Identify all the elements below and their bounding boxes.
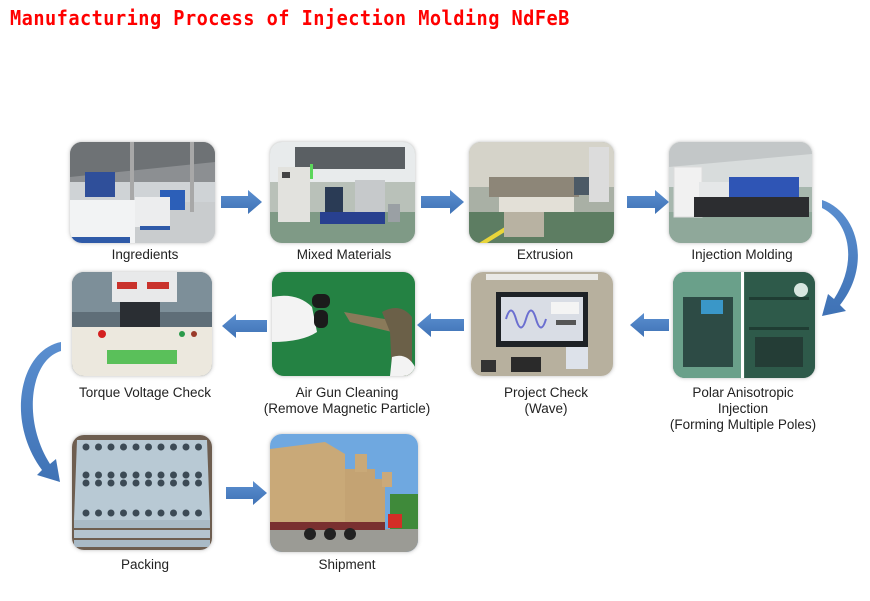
arrow-left-icon — [417, 313, 464, 337]
arrow-left-icon — [630, 313, 669, 337]
curved-arrow-down-icon — [822, 200, 858, 316]
torque-voltage-check-label-line: Torque Voltage Check — [78, 385, 212, 400]
tray-hole — [107, 471, 115, 479]
packing-label: Packing — [121, 557, 169, 573]
tray-hole — [120, 479, 127, 487]
tray-hole — [120, 509, 127, 517]
arrow-right-icon — [421, 190, 464, 214]
polar-anisotropic-injection-label-line2: Injection — [717, 401, 769, 416]
tray-hole — [95, 509, 102, 517]
ingredients-photo — [70, 142, 215, 243]
project-check-label-line2: (Wave) — [524, 401, 568, 416]
torque-voltage-check-label: Torque Voltage Check — [79, 385, 211, 401]
tray-hole — [170, 443, 177, 451]
air-gun-cleaning-photo — [272, 272, 415, 376]
tray-hole — [182, 443, 190, 451]
tray-hole — [107, 509, 115, 517]
arrow-right-icon — [221, 190, 262, 214]
tray-hole — [120, 443, 127, 451]
shipment-label-line: Shipment — [318, 557, 376, 572]
shipment-label: Shipment — [318, 557, 375, 573]
tray-hole — [107, 479, 115, 487]
shipment-photo — [270, 434, 418, 552]
tray-hole — [95, 471, 102, 479]
tray-hole — [95, 443, 102, 451]
tray-hole — [132, 443, 140, 451]
packing-label-line: Packing — [120, 557, 170, 572]
polar-anisotropic-injection-label: Polar Anisotropic Injection (Forming Mul… — [670, 385, 816, 433]
tray-hole — [107, 443, 115, 451]
tray-hole — [145, 471, 152, 479]
tray-hole — [132, 471, 140, 479]
tray-hole — [157, 471, 165, 479]
mixed-materials-label-line: Mixed Materials — [296, 247, 392, 262]
tray-hole — [182, 479, 190, 487]
injection-molding-label: Injection Molding — [691, 247, 792, 263]
polar-anisotropic-injection-label-line1: Polar Anisotropic — [692, 385, 794, 400]
tray-hole — [170, 479, 177, 487]
air-gun-cleaning-label-line1: Air Gun Cleaning — [295, 385, 399, 400]
tray-hole — [170, 471, 177, 479]
project-check-label: Project Check (Wave) — [504, 385, 588, 417]
tray-hole — [132, 509, 140, 517]
tray-hole — [145, 443, 152, 451]
tray-hole — [195, 479, 202, 487]
mixed-materials-label: Mixed Materials — [297, 247, 392, 263]
tray-hole — [145, 509, 152, 517]
tray-hole — [182, 509, 190, 517]
tray-hole — [170, 509, 177, 517]
arrow-right-icon — [627, 190, 669, 214]
tray-hole — [132, 479, 140, 487]
polar-anisotropic-injection-label-line3: (Forming Multiple Poles) — [669, 417, 817, 432]
ingredients-label-line: Ingredients — [111, 247, 179, 262]
injection-molding-photo — [669, 142, 812, 243]
project-check-photo — [471, 272, 613, 376]
tray-hole — [195, 509, 202, 517]
extrusion-photo — [469, 142, 614, 243]
curved-arrow-down-icon — [20, 342, 61, 482]
extrusion-label: Extrusion — [517, 247, 573, 263]
tray-hole — [82, 479, 90, 487]
tray-hole — [120, 471, 127, 479]
arrow-right-icon — [226, 481, 267, 505]
tray-hole — [195, 471, 202, 479]
torque-voltage-check-photo — [72, 272, 212, 376]
tray-hole — [157, 443, 165, 451]
ingredients-label: Ingredients — [112, 247, 179, 263]
tray-hole — [195, 443, 202, 451]
arrow-left-icon — [222, 314, 267, 338]
project-check-label-line1: Project Check — [503, 385, 589, 400]
tray-hole — [95, 479, 102, 487]
packing-photo — [72, 435, 212, 550]
tray-hole — [157, 479, 165, 487]
tray-hole — [82, 443, 90, 451]
mixed-materials-photo — [270, 142, 415, 243]
tray-hole — [182, 471, 190, 479]
tray-hole — [157, 509, 165, 517]
air-gun-cleaning-label: Air Gun Cleaning (Remove Magnetic Partic… — [264, 385, 431, 417]
tray-hole — [82, 471, 90, 479]
tray-hole — [145, 479, 152, 487]
air-gun-cleaning-label-line2: (Remove Magnetic Particle) — [263, 401, 431, 416]
polar-anisotropic-injection-photo — [673, 272, 815, 378]
tray-hole — [82, 509, 90, 517]
page-title: Manufacturing Process of Injection Moldi… — [10, 6, 570, 30]
injection-molding-label-line: Injection Molding — [691, 247, 793, 262]
extrusion-label-line: Extrusion — [516, 247, 574, 262]
